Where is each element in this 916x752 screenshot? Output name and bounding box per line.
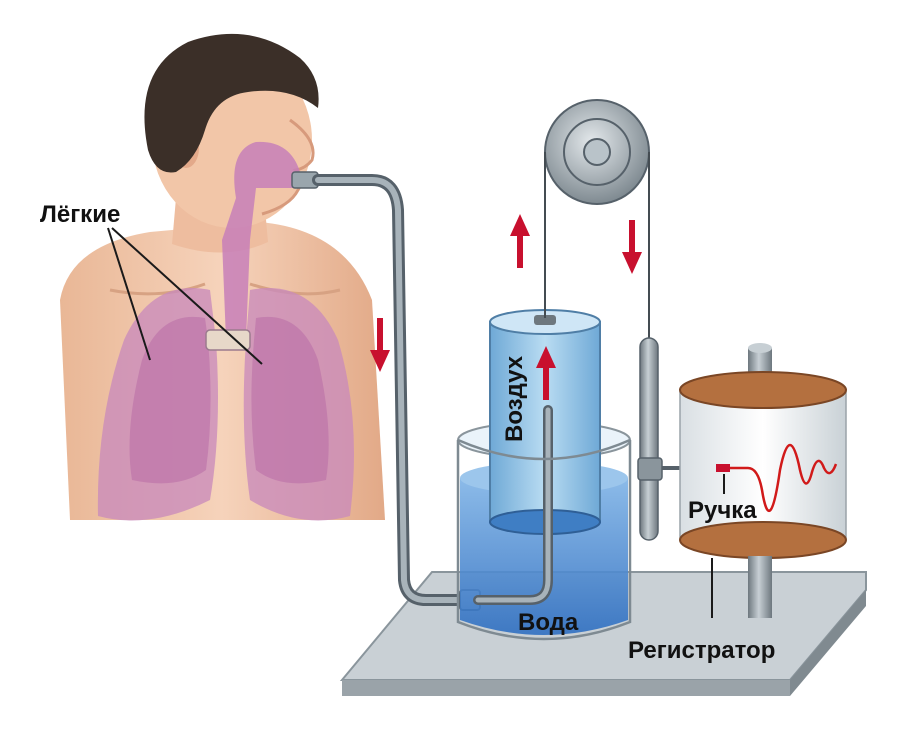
base-front bbox=[342, 680, 790, 696]
breathing-hose-highlight bbox=[315, 177, 481, 603]
lungs-callout: Лёгкие bbox=[40, 201, 263, 365]
air-label: Воздух bbox=[501, 355, 528, 442]
person-figure bbox=[60, 33, 385, 521]
lungs-pointer-line-2 bbox=[111, 227, 263, 365]
recorder-label: Регистратор bbox=[628, 637, 775, 664]
arrow-down-icon bbox=[622, 220, 642, 274]
breathing-trace bbox=[722, 444, 838, 513]
spindle-cap bbox=[748, 343, 772, 353]
lungs-label: Лёгкие bbox=[40, 201, 120, 228]
arrow-up-icon bbox=[536, 346, 556, 400]
tank-glass-front: Вода bbox=[456, 438, 632, 641]
airway bbox=[222, 141, 300, 340]
counterweight bbox=[637, 337, 718, 541]
pulley-axle bbox=[583, 138, 611, 166]
lungs-pointer-line-1 bbox=[107, 227, 151, 361]
base-side bbox=[790, 590, 866, 696]
drum-body bbox=[679, 389, 847, 541]
drum-shaft bbox=[748, 556, 772, 618]
bronchi bbox=[205, 329, 251, 351]
counterweight-rod bbox=[639, 337, 659, 541]
inner-pipe-highlight bbox=[475, 407, 551, 603]
pen-tip bbox=[716, 464, 730, 472]
recorder-drum: Ручка Регистратор bbox=[628, 343, 847, 664]
drum-lid bbox=[679, 371, 847, 409]
flow-arrows bbox=[370, 214, 642, 400]
pen-clamp bbox=[637, 457, 663, 481]
hair bbox=[144, 33, 319, 173]
lung-right-inner bbox=[251, 316, 329, 484]
pen-label: Ручка bbox=[688, 497, 757, 524]
arrow-up-icon bbox=[510, 214, 530, 268]
water-label: Вода bbox=[518, 609, 579, 636]
bell-hook bbox=[534, 315, 556, 325]
arrow-down-icon bbox=[370, 318, 390, 372]
tank-rim-front bbox=[457, 438, 631, 461]
pulley-groove bbox=[563, 118, 631, 186]
pulley-assembly bbox=[544, 99, 650, 338]
tank-wall bbox=[456, 440, 632, 641]
drum-base-ring bbox=[679, 521, 847, 559]
clavicle bbox=[109, 282, 341, 296]
